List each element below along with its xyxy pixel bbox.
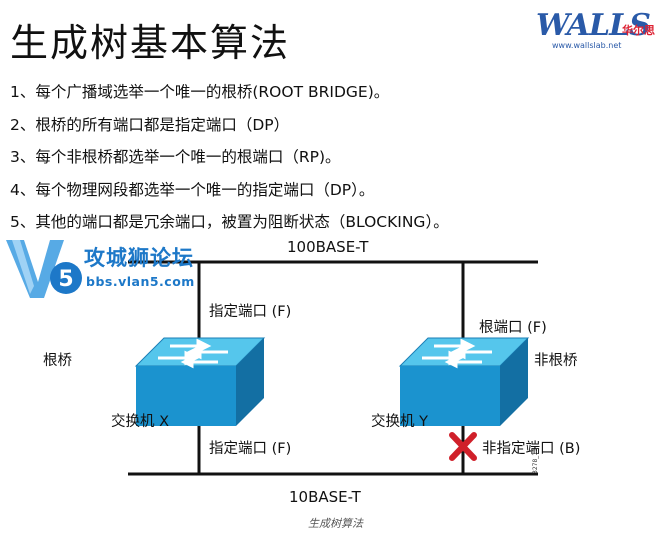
bus-top-label: 100BASE-T [287,238,369,256]
vlan5-watermark-url: bbs.vlan5.com [86,274,195,289]
stp-diagram [128,260,538,476]
walls-logo: WALLS 华尔思 www.wallslab.net [536,8,666,52]
switch-y-icon [398,337,530,426]
rules-list: 1、每个广播域选举一个唯一的根桥(ROOT BRIDGE)。 2、根桥的所有端口… [10,76,660,239]
rule-2: 2、根桥的所有端口都是指定端口（DP） [10,115,290,134]
blocked-port-x-icon [449,432,477,461]
switch-x-port-bottom: 指定端口 (F) [209,441,292,457]
switch-y-port-bottom: 非指定端口 (B) [482,441,581,457]
switch-x-port-top: 指定端口 (F) [209,304,292,320]
vlan5-v-logo-icon: 5 [6,240,82,298]
switch-y-role: 非根桥 [534,353,578,369]
walls-logo-cn: 华尔思 [622,24,655,37]
vlan5-watermark: 5 攻城狮论坛 bbs.vlan5.com [4,236,204,306]
figure-code: 3278_11 [532,448,539,474]
switch-y-port-top: 根端口 (F) [479,320,547,336]
switch-x-role: 根桥 [43,353,72,369]
walls-logo-url: www.wallslab.net [552,41,622,50]
switch-x-name: 交换机 X [111,414,170,430]
rule-3: 3、每个非根桥都选举一个唯一的根端口（RP)。 [10,148,341,167]
bus-bottom-label: 10BASE-T [289,488,361,506]
vlan5-digit: 5 [58,267,73,292]
switch-x-icon [134,337,266,426]
switch-y-name: 交换机 Y [371,414,428,430]
rule-4: 4、每个物理网段都选举一个唯一的指定端口（DP）。 [10,180,375,199]
rule-5: 5、其他的端口都是冗余端口，被置为阻断状态（BLOCKING）。 [10,213,449,232]
vlan5-watermark-cn: 攻城狮论坛 [84,246,194,270]
figure-caption: 生成树算法 [308,517,363,530]
walls-logo-text: WALLS [536,8,651,43]
page-title: 生成树基本算法 [10,21,291,65]
rule-1: 1、每个广播域选举一个唯一的根桥(ROOT BRIDGE)。 [10,83,390,101]
